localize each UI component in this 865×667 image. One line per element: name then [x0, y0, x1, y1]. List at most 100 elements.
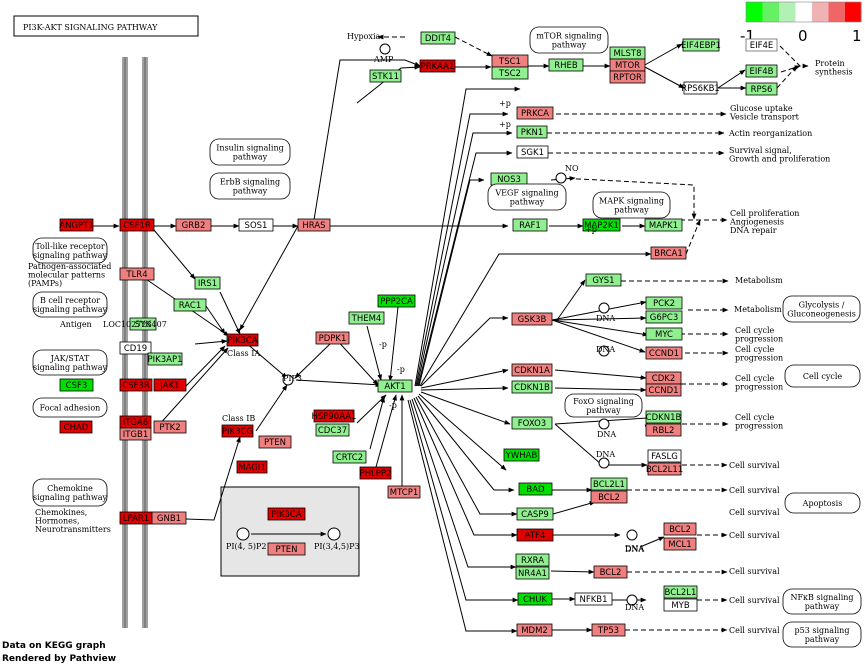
gene-node-rxra[interactable]: RXRA [515, 553, 550, 567]
gene-node-cdkn1b[interactable]: CDKN1B [645, 410, 682, 424]
gene-node-ccnd1[interactable]: CCND1 [645, 383, 682, 397]
gene-node-rheb[interactable]: RHEB [548, 58, 584, 72]
gene-node-sgk1[interactable]: SGK1 [516, 145, 549, 159]
gene-node-mdm2[interactable]: MDM2 [516, 623, 553, 637]
pathway-link[interactable]: Apoptosis [784, 492, 861, 514]
gene-node-bcl2[interactable]: BCL2 [590, 490, 628, 504]
gene-node-rptor[interactable]: RPTOR [609, 70, 646, 84]
gene-node-cdkn1a[interactable]: CDKN1A [511, 363, 553, 377]
gene-node-mtcp1[interactable]: MTCP1 [387, 485, 421, 499]
gene-node-itga6[interactable]: ITGA6 [119, 415, 152, 429]
gene-node-ptk2[interactable]: PTK2 [153, 420, 187, 434]
gene-node-phlpp2[interactable]: PHLPP2 [360, 466, 392, 480]
gene-node-prkca[interactable]: PRKCA [516, 106, 554, 120]
gene-node-hras[interactable]: HRAS [297, 218, 331, 232]
gene-node-tp53[interactable]: TP53 [591, 623, 626, 637]
gene-node-ccnd1[interactable]: CCND1 [645, 346, 683, 360]
gene-node-mapk1[interactable]: MAPK1 [644, 218, 683, 232]
gene-node-ywhab[interactable]: YWHAB [503, 448, 540, 462]
gene-node-pik3ca[interactable]: PIK3CA [267, 507, 306, 521]
gene-node-gnb1[interactable]: GNB1 [151, 511, 187, 525]
gene-node-csf3r[interactable]: CSF3R [119, 378, 153, 392]
gene-node-irs1[interactable]: IRS1 [194, 276, 221, 290]
gene-node-foxo3[interactable]: FOXO3 [511, 416, 553, 430]
gene-node-mlst8[interactable]: MLST8 [609, 46, 646, 60]
gene-node-rps6[interactable]: RPS6 [745, 82, 778, 96]
gene-node-gys1[interactable]: GYS1 [585, 273, 622, 287]
gene-node-eif4e[interactable]: EIF4E [745, 38, 778, 52]
gene-node-map2k1[interactable]: MAP2K1 [582, 218, 621, 232]
gene-node-atf4[interactable]: ATF4 [516, 528, 554, 542]
gene-node-chad[interactable]: CHAD [59, 420, 93, 434]
gene-node-myb[interactable]: MYB [663, 598, 698, 612]
gene-node-bcl2[interactable]: BCL2 [663, 522, 697, 536]
gene-node-casp9[interactable]: CASP9 [516, 507, 554, 521]
gene-node-tlr4[interactable]: TLR4 [119, 267, 155, 281]
gene-node-cdk2[interactable]: CDK2 [645, 371, 682, 385]
gene-node-pik3ca[interactable]: PIK3CA [226, 333, 259, 347]
gene-node-chuk[interactable]: CHUK [517, 592, 553, 606]
gene-node-akt1[interactable]: AKT1 [377, 379, 413, 393]
pathway-link[interactable]: Cell cycle [784, 364, 861, 388]
gene-node-ddit4[interactable]: DDIT4 [420, 31, 456, 45]
gene-node-rac1[interactable]: RAC1 [173, 298, 207, 312]
gene-node-pkn1[interactable]: PKN1 [516, 125, 548, 139]
gene-node-rbl2[interactable]: RBL2 [645, 423, 682, 437]
gene-node-magi1[interactable]: MAGI1 [236, 460, 268, 474]
gene-node-tsc1[interactable]: TSC1 [491, 54, 529, 68]
gene-node-pck2[interactable]: PCK2 [645, 296, 683, 310]
gene-node-nr4a1[interactable]: NR4A1 [515, 566, 550, 580]
gene-node-pten[interactable]: PTEN [258, 435, 292, 449]
gene-node-raf1[interactable]: RAF1 [512, 218, 548, 232]
gene-node-them4[interactable]: THEM4 [348, 311, 385, 325]
pathway-link[interactable]: Glycolysis /Gluconeogenesis [782, 295, 861, 323]
gene-node-sos1[interactable]: SOS1 [238, 218, 274, 232]
gene-node-cdc37[interactable]: CDC37 [315, 423, 350, 437]
gene-node-angpt1[interactable]: ANGPT1 [59, 218, 94, 232]
gene-node-ppp2ca[interactable]: PPP2CA [377, 294, 416, 308]
gene-node-nfkb1[interactable]: NFKB1 [574, 592, 613, 606]
gene-node-myc[interactable]: MYC [645, 327, 683, 341]
gene-node-jak1[interactable]: JAK1 [153, 378, 187, 392]
gene-node-hsp90aa1[interactable]: HSP90AA1 [311, 409, 357, 423]
gene-node-prkaa1[interactable]: PRKAA1 [419, 59, 456, 73]
gene-node-syk[interactable]: SYK [129, 317, 157, 331]
gene-node-stk11[interactable]: STK11 [369, 69, 402, 83]
gene-node-eif4b[interactable]: EIF4B [745, 64, 778, 78]
gene-node-mcl1[interactable]: MCL1 [663, 537, 697, 551]
gene-node-crtc2[interactable]: CRTC2 [332, 450, 367, 464]
gene-node-bcl2l1[interactable]: BCL2L1 [663, 585, 698, 599]
gene-node-csf3[interactable]: CSF3 [59, 378, 94, 392]
gene-node-pten[interactable]: PTEN [267, 542, 306, 556]
gene-node-tsc2[interactable]: TSC2 [491, 66, 529, 80]
gene-node-bcl2[interactable]: BCL2 [593, 565, 628, 579]
gene-node-g6pc3[interactable]: G6PC3 [645, 310, 683, 324]
gene-node-nos3[interactable]: NOS3 [490, 172, 528, 186]
gene-node-faslg[interactable]: FASLG [647, 449, 682, 463]
gene-node-bad[interactable]: BAD [518, 482, 553, 496]
gene-node-bcl2l11[interactable]: BCL2L11 [646, 462, 683, 476]
gene-node-itgb1[interactable]: ITGB1 [119, 427, 152, 441]
gene-node-pik3ap1[interactable]: PIK3AP1 [148, 352, 183, 366]
gene-node-eif4ebp1[interactable]: EIF4EBP1 [681, 38, 721, 52]
gene-node-cd19[interactable]: CD19 [119, 341, 152, 355]
gene-node-brca1[interactable]: BRCA1 [650, 246, 687, 260]
gene-node-gsk3b[interactable]: GSK3B [511, 312, 553, 326]
gene-node-grb2[interactable]: GRB2 [175, 218, 212, 232]
gene-node-mtor[interactable]: MTOR [609, 58, 646, 72]
gene-node-pik3cg[interactable]: PIK3CG [221, 424, 254, 438]
gene-node-bcl2l1[interactable]: BCL2L1 [590, 477, 628, 491]
gene-node-rps6kb1[interactable]: RPS6KB1 [681, 81, 720, 95]
gene-node-pdpk1[interactable]: PDPK1 [315, 331, 350, 345]
